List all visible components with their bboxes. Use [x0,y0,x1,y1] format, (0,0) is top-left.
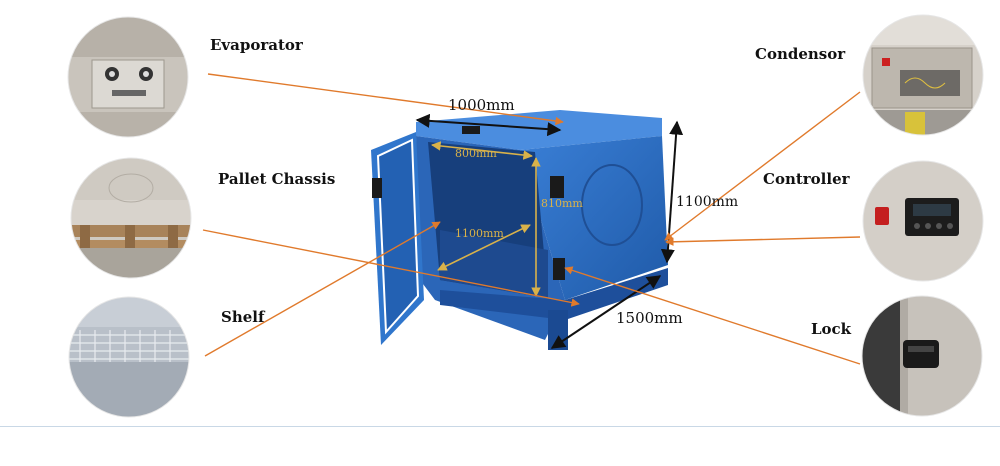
controller-photo-ring [862,160,984,282]
lock-leader [564,266,861,365]
evaporator-label: Evaporator [210,36,303,54]
outer-height-label: 1100mm [676,194,738,210]
width-arrow [415,113,562,137]
outer-depth-label: 1500mm [616,309,683,327]
controller-photo [863,161,983,281]
inner-dimension-arrows [431,141,541,297]
lock-label: Lock [811,320,852,338]
lock-photo [862,296,982,416]
shelf-label: Shelf [221,308,265,326]
depth-arrow [550,275,662,349]
bottom-divider [0,426,1000,427]
condensor-leader [664,91,861,241]
height-arrow [660,120,684,264]
shelf-photo [69,297,189,417]
controller-label: Controller [763,170,850,188]
leader-lines [202,73,861,365]
evaporator-photo-ring [67,16,189,138]
pallet-chassis-photo-ring [70,157,192,279]
condensor-photo [863,15,983,135]
inner-depth-arrow [437,224,531,271]
lock-photo-ring [861,295,983,417]
evaporator-photo [68,17,188,137]
evaporator-leader [207,73,564,126]
shelf-photo-ring [68,296,190,418]
inner-depth-label: 1100mm [455,227,504,240]
shelf-leader [204,221,441,357]
inner-width-label: 800mm [455,147,497,160]
inner-width-arrow [431,141,533,160]
condensor-label: Condensor [755,45,846,63]
controller-leader [665,236,861,247]
pallet-chassis-photo [71,158,191,278]
pallet-chassis-label: Pallet Chassis [218,170,336,188]
outer-width-label: 1000mm [448,96,515,114]
pallet-chassis-leader [202,229,580,307]
condensor-photo-ring [862,14,984,136]
inner-height-label: 810mm [541,197,583,210]
